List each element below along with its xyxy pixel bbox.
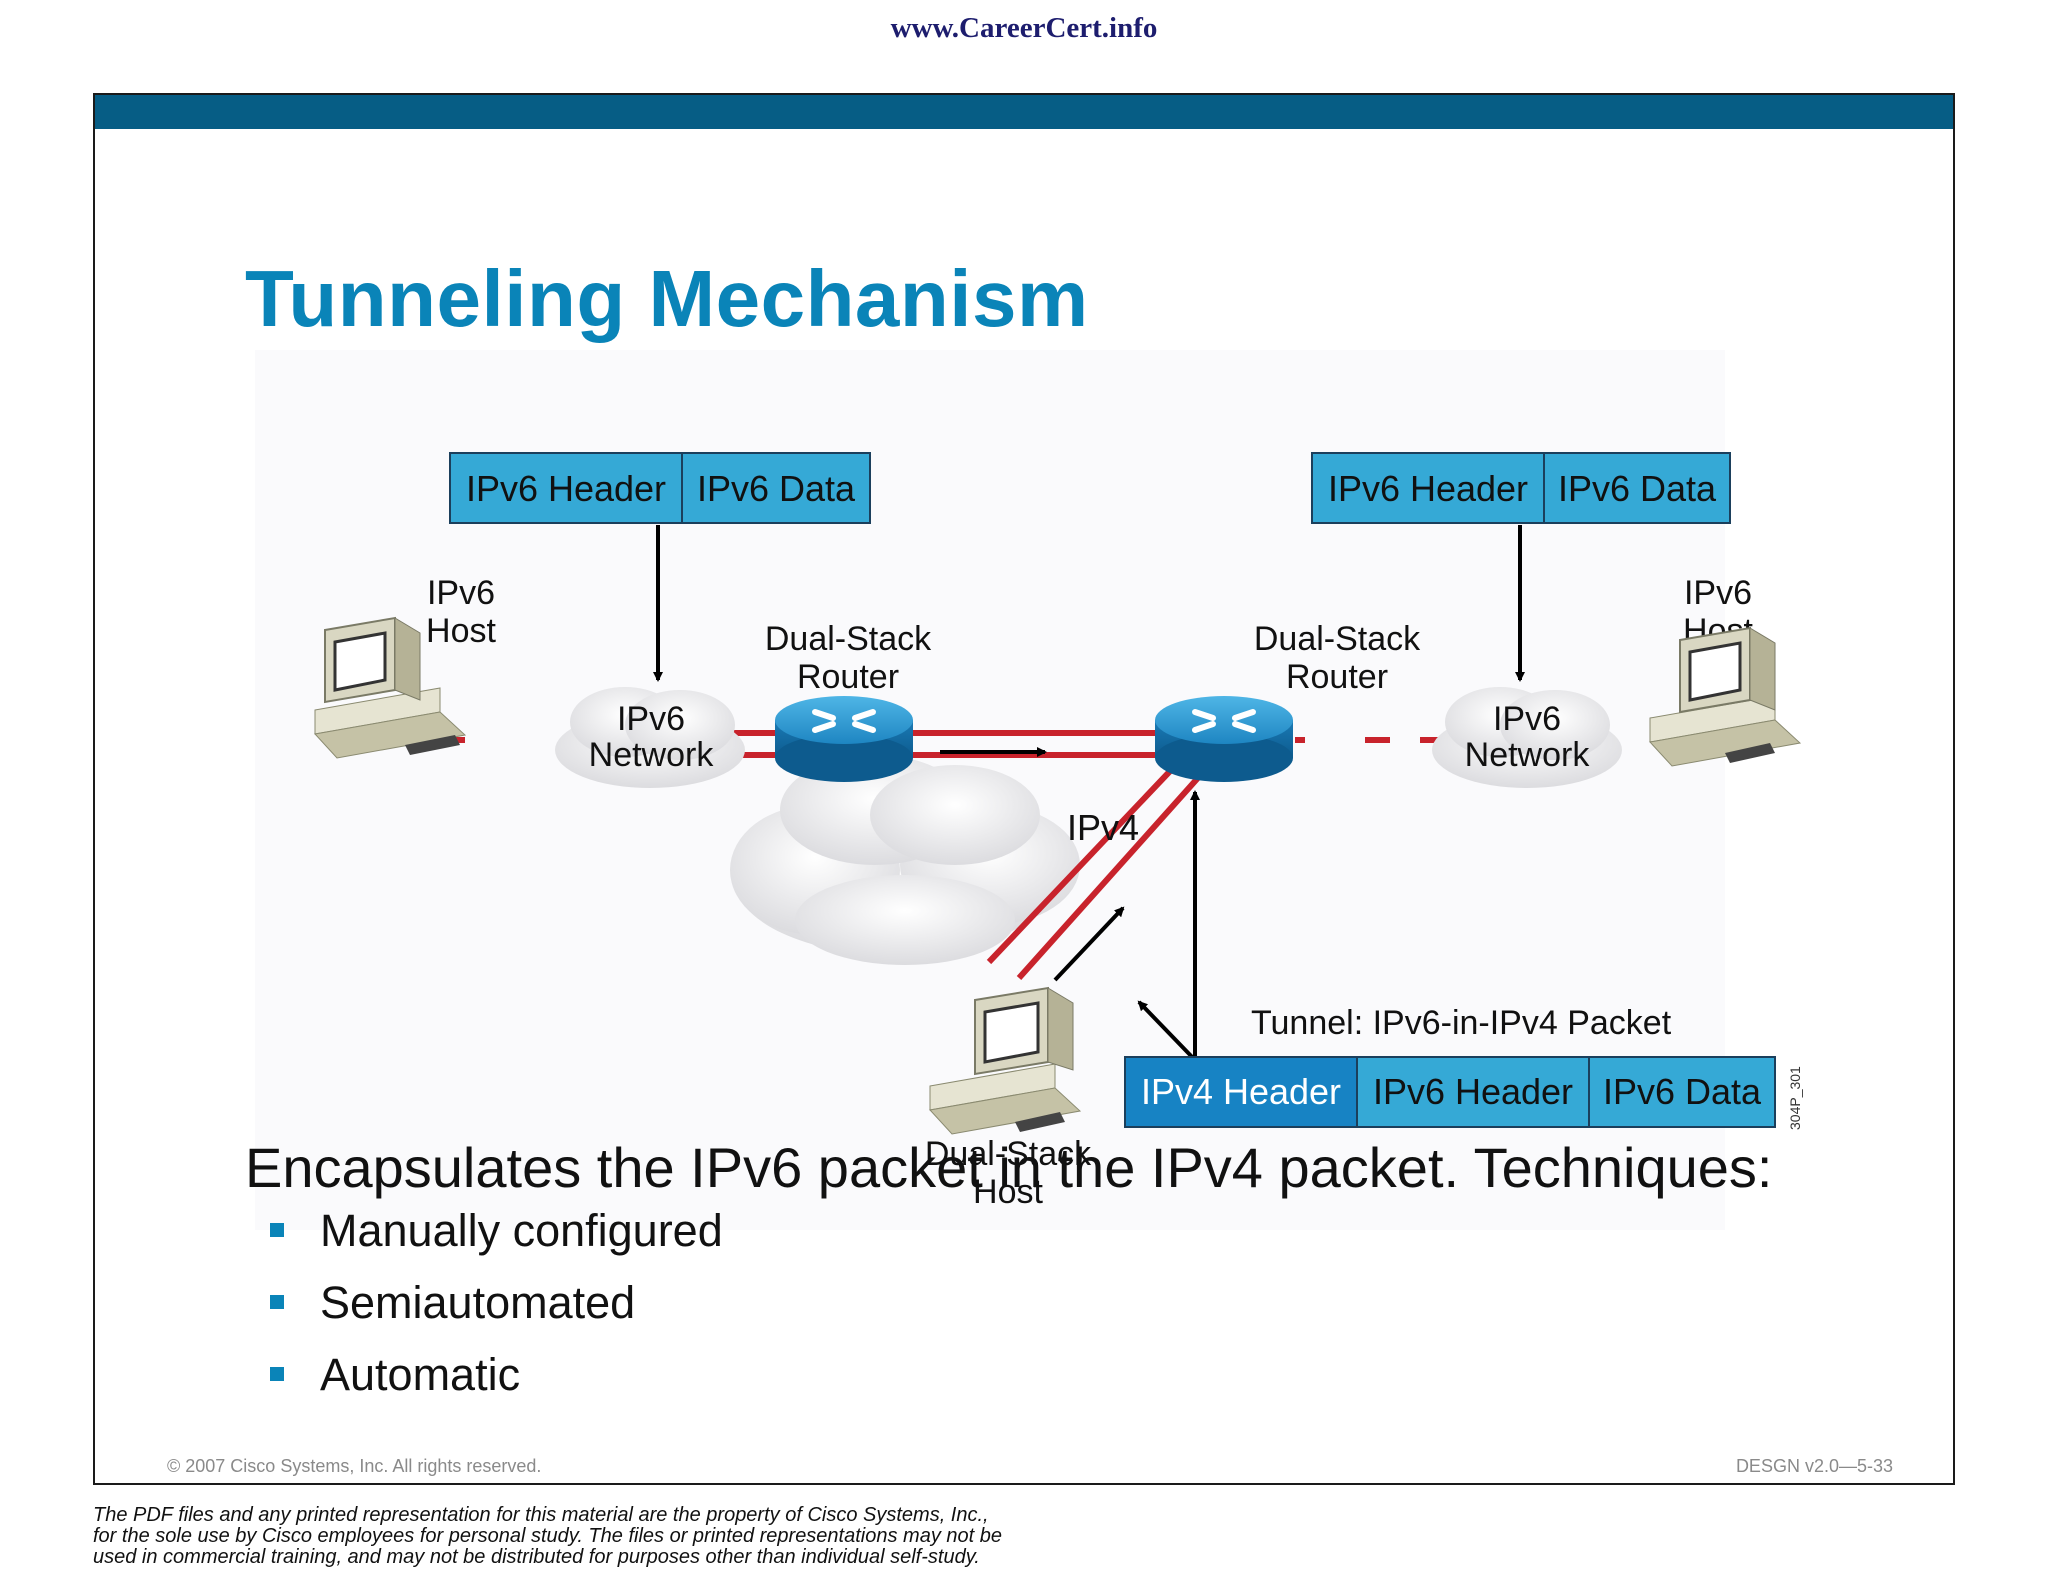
right-network-label-2: Network (1465, 736, 1591, 774)
ipv4-cloud-label: IPv4 (1067, 807, 1139, 848)
intro-text: Encapsulates the IPv6 packet in the IPv4… (245, 1136, 1773, 1199)
tunnel-ipv6-data-block (1588, 1056, 1776, 1128)
left-router-label-1: Dual-Stack (765, 620, 932, 658)
tunnel-ipv4-header-label: IPv4 Header (1141, 1071, 1341, 1112)
disclaimer-line: for the sole use by Cisco employees for … (93, 1525, 1002, 1547)
disclaimer: The PDF files and any printed representa… (93, 1505, 1193, 1568)
right-ipv6-data-label: IPv6 Data (1558, 468, 1717, 509)
slide: Tunneling Mechanism (93, 93, 1955, 1485)
left-host-label-1: IPv6 (427, 574, 495, 612)
tunnel-packet: IPv4 Header IPv6 Header IPv6 Data (1124, 1056, 1776, 1128)
left-ipv6-header-block (449, 452, 683, 524)
right-ipv6-data-block (1543, 452, 1731, 524)
right-ipv6-network-cloud: IPv6 Network (1432, 687, 1622, 788)
bullet-square-icon (270, 1295, 284, 1309)
bullet-square-icon (270, 1223, 284, 1237)
left-host-label-2: Host (426, 612, 496, 650)
technique-item: Semiautomated (270, 1277, 723, 1349)
packet-to-tunnel-arrow (1137, 1000, 1197, 1062)
right-host-computer (1649, 626, 1802, 767)
right-ipv6-packet: IPv6 Header IPv6 Data (1311, 452, 1731, 524)
figure-id: 304P_301 (1787, 1066, 1803, 1130)
disclaimer-line: used in commercial training, and may not… (93, 1546, 980, 1568)
right-ipv6-header-label: IPv6 Header (1328, 468, 1528, 509)
right-ipv6-header-block (1311, 452, 1545, 524)
right-network-label-1: IPv6 (1493, 700, 1561, 738)
bullet-square-icon (270, 1367, 284, 1381)
technique-list: Manually configured Semiautomated Automa… (270, 1205, 723, 1421)
dual-stack-host-label-2: Host (973, 1173, 1043, 1211)
right-router-label-1: Dual-Stack (1254, 620, 1421, 658)
left-host-computer (314, 616, 467, 759)
tunnel-ipv6-header-block (1356, 1056, 1590, 1128)
technique-item: Manually configured (270, 1205, 723, 1277)
course-code: DESGN v2.0—5-33 (1735, 1456, 1893, 1476)
left-network-label-2: Network (589, 736, 715, 774)
disclaimer-line: The PDF files and any printed representa… (93, 1504, 989, 1526)
technique-label: Semiautomated (320, 1277, 636, 1328)
left-ipv6-packet: IPv6 Header IPv6 Data (449, 452, 871, 524)
tunneling-diagram: IPv6 Header IPv6 Data IPv6 Header IPv6 D… (255, 350, 1803, 1230)
ipv4-cloud (730, 755, 1080, 965)
dual-stack-host-computer (929, 986, 1082, 1135)
left-ipv6-network-cloud: IPv6 Network (555, 687, 745, 788)
tunnel-ipv6-data-label: IPv6 Data (1603, 1071, 1762, 1112)
left-ipv6-data-block (681, 452, 871, 524)
left-ipv6-data-label: IPv6 Data (697, 468, 856, 509)
right-router-label-2: Router (1286, 658, 1388, 696)
technique-label: Automatic (320, 1349, 521, 1400)
slide-top-bar (95, 95, 1953, 129)
left-ipv6-header-label: IPv6 Header (466, 468, 666, 509)
site-url: www.CareerCert.info (890, 12, 1158, 44)
left-router-label-2: Router (797, 658, 899, 696)
right-router-icon (1155, 696, 1293, 782)
right-host-label-1: IPv6 (1684, 574, 1752, 612)
technique-label: Manually configured (320, 1205, 723, 1256)
tunnel-ipv6-header-label: IPv6 Header (1373, 1071, 1573, 1112)
left-network-label-1: IPv6 (617, 700, 685, 738)
technique-item: Automatic (270, 1349, 723, 1421)
tunnel-label: Tunnel: IPv6-in-IPv4 Packet (1251, 1004, 1672, 1042)
left-router-icon (775, 696, 913, 782)
dual-stack-host-label-1: Dual-Stack (925, 1135, 1092, 1173)
tunnel-ipv4-header-block (1124, 1056, 1358, 1128)
slide-title: Tunneling Mechanism (245, 254, 1089, 343)
host-to-cloud-arrow (1053, 906, 1125, 982)
copyright: © 2007 Cisco Systems, Inc. All rights re… (167, 1456, 542, 1476)
